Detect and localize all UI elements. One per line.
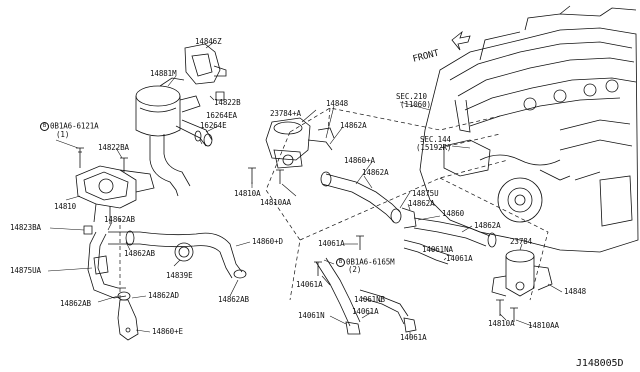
callout-14862ab-4: 14862AB bbox=[218, 295, 249, 304]
callout-14810: 14810 bbox=[54, 202, 77, 211]
callout-14061a-3: 14061A bbox=[296, 280, 323, 289]
callout-sec-210-sub: (11060) bbox=[400, 100, 431, 109]
callout-14862a-4: 14862A bbox=[474, 221, 501, 230]
callout-14061a-5: 14061A bbox=[400, 333, 427, 342]
callout-14862ab-2: 14862AB bbox=[124, 249, 155, 258]
callout-14810aa-top: 14810AA bbox=[260, 198, 291, 207]
callout-14862ad: 14862AD bbox=[148, 291, 179, 300]
dashed-boundaries bbox=[119, 107, 549, 301]
callout-14875u: 14875U bbox=[412, 189, 439, 198]
callout-14860-e: 14860+E bbox=[152, 327, 183, 336]
callout-14061na: 14061NA bbox=[422, 245, 453, 254]
callout-14061a-4: 14061A bbox=[352, 307, 379, 316]
callout-14881m: 14881M bbox=[150, 69, 177, 78]
callout-14848-bottom: 14848 bbox=[564, 287, 587, 296]
leader-lines bbox=[47, 41, 563, 338]
callout-0b1a6-6121a-text: 0B1A6-6121A bbox=[50, 121, 99, 131]
callout-14862a-2: 14862A bbox=[362, 168, 389, 177]
callout-sec-144: SEC.144 bbox=[420, 135, 451, 144]
callout-14860-d: 14860+D bbox=[252, 237, 283, 246]
callout-14822b: 14822B bbox=[214, 98, 241, 107]
middle-hoses bbox=[314, 171, 497, 335]
air-pump-assembly bbox=[75, 43, 247, 341]
callout-14862a-3: 14862A bbox=[408, 199, 435, 208]
callout-sec-144-sub: (15192R) bbox=[416, 143, 452, 152]
callout-qty-2: (2) bbox=[348, 265, 362, 274]
callout-14875ua: 14875UA bbox=[10, 266, 41, 275]
callout-14846z: 14846Z bbox=[195, 37, 222, 46]
drawing-code: J148005D bbox=[576, 358, 624, 369]
callout-14860: 14860 bbox=[442, 209, 465, 218]
callout-sec-210: SEC.210 bbox=[396, 92, 427, 101]
callout-14862a-1: 14862A bbox=[340, 121, 367, 130]
callout-16264e: 16264E bbox=[200, 121, 227, 130]
callout-16264ea: 16264EA bbox=[206, 111, 237, 120]
center-valve-assembly bbox=[248, 117, 335, 184]
callout-14823ba: 14823BA bbox=[10, 223, 41, 232]
callout-14061n: 14061N bbox=[298, 311, 325, 320]
callout-23784: 23784 bbox=[510, 237, 533, 246]
callout-qty-1: (1) bbox=[56, 130, 70, 139]
callout-14822ba: 14822BA bbox=[98, 143, 129, 152]
callout-14810a-bottom: 14810A bbox=[488, 319, 515, 328]
callout-14862ab-1: 14862AB bbox=[104, 215, 135, 224]
callout-14860-a: 14860+A bbox=[344, 156, 375, 165]
engine-outline bbox=[419, 5, 639, 253]
callout-14810a-top: 14810A bbox=[234, 189, 261, 198]
callout-14862ab-3: 14862AB bbox=[60, 299, 91, 308]
callout-14848-top: 14848 bbox=[326, 99, 349, 108]
right-valve-assembly bbox=[491, 249, 553, 322]
callout-14839e: 14839E bbox=[166, 271, 193, 280]
bolt-symbol: B bbox=[336, 258, 345, 267]
callout-14061a-2: 14061A bbox=[446, 254, 473, 263]
front-arrow bbox=[451, 30, 471, 51]
callout-14810aa-bottom: 14810AA bbox=[528, 321, 559, 330]
callout-0b1a6-6165m-text: 0B1A6-6165M bbox=[346, 257, 395, 267]
callout-23784-a: 23784+A bbox=[270, 109, 301, 118]
bolt-symbol: B bbox=[40, 122, 49, 131]
callout-14061a-1: 14061A bbox=[318, 239, 345, 248]
callout-14061nb: 14061NB bbox=[354, 295, 385, 304]
